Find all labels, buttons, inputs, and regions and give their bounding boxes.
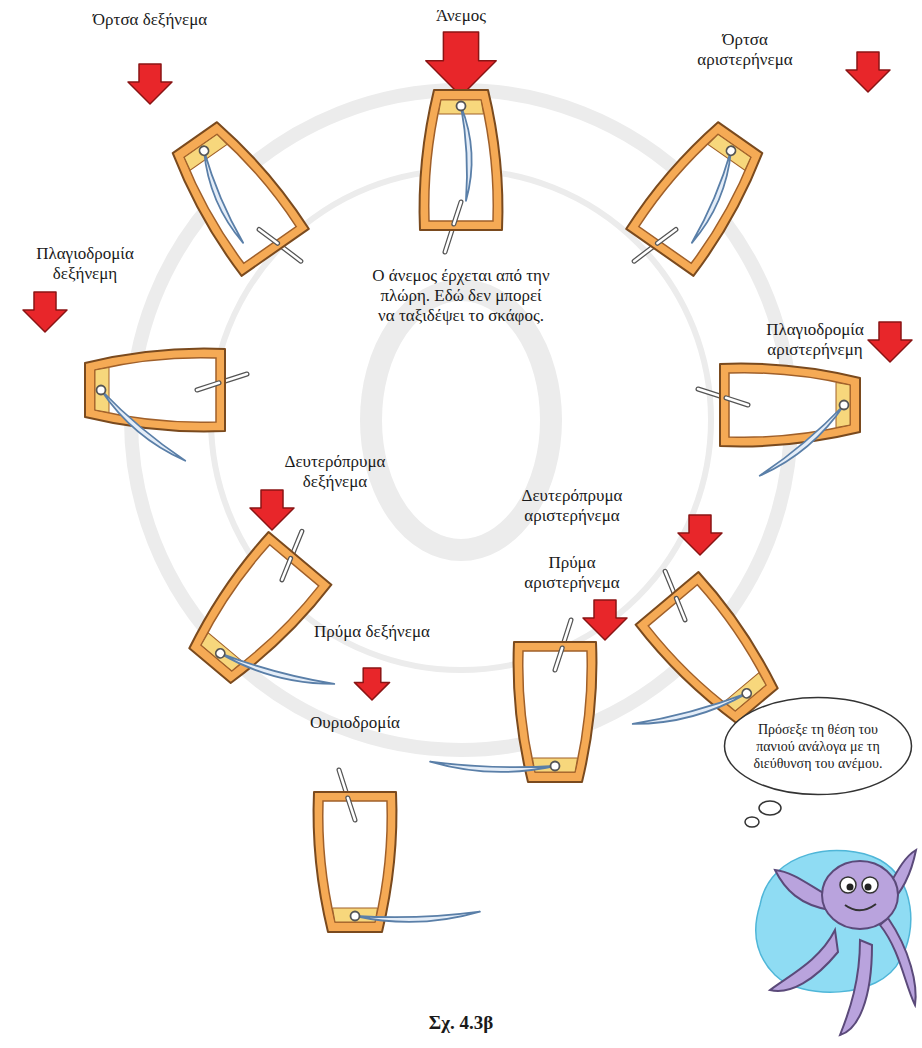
wind-arrow: [678, 515, 722, 555]
wind-arrow: [426, 32, 496, 96]
point-of-sail-label: Πρύμα αριστερήνεμα: [502, 553, 642, 593]
sailing-dinghy: [420, 90, 503, 252]
point-of-sail-label: Δευτερόπρυμα αριστερήνεμα: [497, 486, 647, 526]
figure-caption: Σχ. 4.3β: [361, 1012, 561, 1034]
point-of-sail-label: Πλαγιοδρομία αριστερήνεμη: [745, 320, 885, 360]
sailing-dinghy: [430, 620, 596, 782]
note-text: Ο άνεμος έρχεται από την πλώρη. Εδώ δεν …: [371, 266, 551, 326]
wind-arrow: [583, 600, 627, 640]
point-of-sail-label: Δευτερόπρυμα δεξήνεμα: [265, 452, 405, 492]
bubble-text: Πρόσεξε τη θέση του πανιού ανάλογα με τη…: [748, 721, 888, 772]
point-of-sail-label: Πρύμα δεξήνεμα: [312, 622, 432, 642]
point-of-sail-label: Όρτσα αριστερήνεμα: [675, 30, 815, 70]
watermark-emblem: [131, 90, 791, 750]
sailing-dinghy: [314, 770, 480, 932]
point-of-sail-label: Άνεμος: [396, 6, 526, 26]
wind-arrow: [846, 52, 890, 92]
sailing-dinghy: [698, 364, 860, 476]
octopus-mascot: [756, 850, 916, 1035]
point-of-sail-label: Ουριοδρομία: [285, 713, 425, 733]
sailing-dinghy: [85, 349, 247, 461]
wind-arrow: [868, 322, 912, 362]
point-of-sail-label: Πλαγιοδρομία δεξήνεμη: [15, 244, 155, 284]
thought-dots: [745, 801, 781, 827]
point-of-sail-label: Όρτσα δεξήνεμα: [85, 10, 215, 30]
sailing-dinghy: [613, 114, 774, 294]
sailing-dinghy: [161, 114, 322, 294]
speech-bubble: Πρόσεξε τη θέση του πανιού ανάλογα με τη…: [723, 696, 913, 796]
wind-arrow: [23, 292, 67, 332]
wind-arrow: [128, 64, 172, 104]
wind-arrow: [250, 490, 294, 530]
wind-arrow: [354, 668, 389, 700]
